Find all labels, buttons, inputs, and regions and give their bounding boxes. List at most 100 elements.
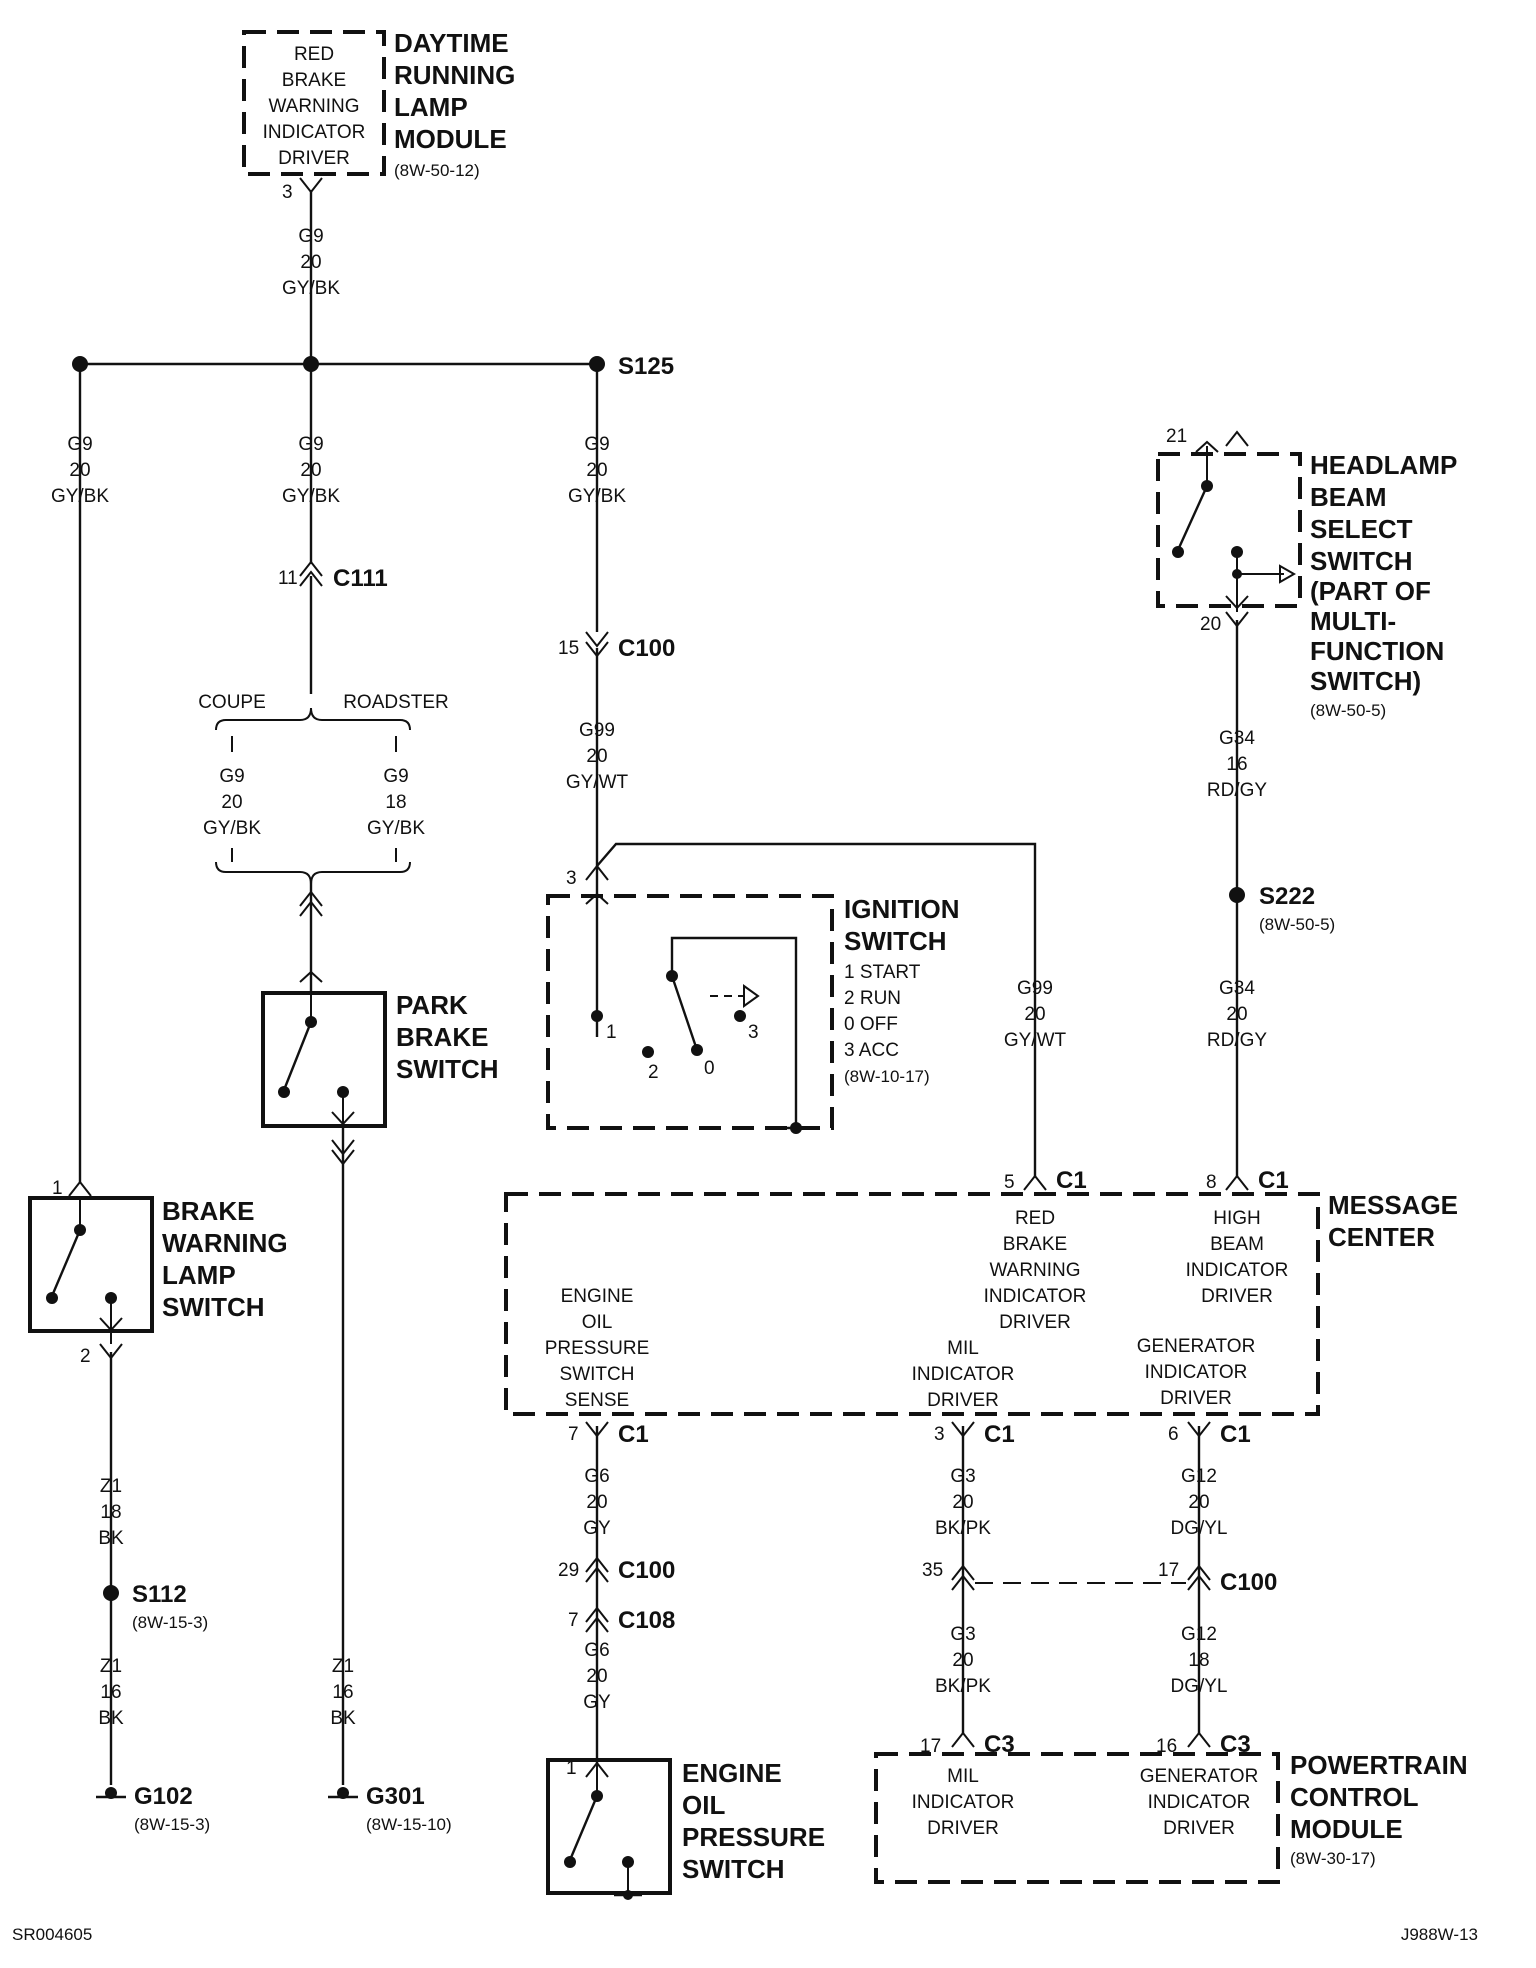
wire-ign-in-circuit: G99 (579, 720, 615, 741)
bw-pin-top: 1 (52, 1178, 63, 1199)
wire-hl-lower-circuit: G34 (1219, 978, 1255, 999)
c100-gen-pin: 17 (1158, 1560, 1179, 1581)
c100-top-pin: 15 (558, 638, 579, 659)
wire-hl-lower-gauge: 20 (1226, 1004, 1247, 1025)
c1-oil-pin: 7 (568, 1424, 579, 1445)
c108-name: C108 (618, 1607, 675, 1634)
pcm-name-1: POWERTRAIN (1290, 1750, 1468, 1780)
drl-module: RED BRAKE WARNING INDICATOR DRIVER DAYTI… (242, 28, 515, 203)
mc-high-beam-4: DRIVER (1201, 1286, 1273, 1307)
c1-gen-connector-icon (1187, 1421, 1211, 1438)
c3-mil-pin: 17 (920, 1736, 941, 1757)
splice-s222-ref: (8W-50-5) (1259, 915, 1335, 934)
wire-roadster-circuit: G9 (383, 766, 408, 787)
c111-connector-icon (299, 560, 323, 587)
mc-mil-1: MIL (947, 1338, 979, 1359)
c100-top-name: C100 (618, 635, 675, 662)
g102-ref: (8W-15-3) (134, 1815, 210, 1834)
wire-ign-out-color: GY/WT (1004, 1030, 1067, 1051)
wire-left-circuit: G9 (67, 434, 92, 455)
pcm-ref: (8W-30-17) (1290, 1849, 1376, 1868)
drl-inner-line-2: BRAKE (282, 70, 346, 91)
wire-drl-out-circuit: G9 (298, 226, 323, 247)
headlamp-pin-bottom-icon (1225, 611, 1249, 628)
mc-red-brake-2: BRAKE (1003, 1234, 1067, 1255)
bw-pin-bottom-icon (99, 1343, 123, 1360)
option-coupe: COUPE (198, 692, 266, 713)
footer-right-code: J988W-13 (1401, 1925, 1478, 1944)
park-brake-name-2: BRAKE (396, 1022, 488, 1052)
splice-dot-left (72, 356, 88, 372)
c100-mil-pin: 35 (922, 1560, 943, 1581)
headlamp-pin-top-icon (1225, 430, 1249, 447)
bw-name-3: LAMP (162, 1260, 236, 1290)
headlamp-name-8: SWITCH) (1310, 666, 1421, 696)
c1-high-connector-icon (1225, 1174, 1249, 1191)
c1-mil-pin: 3 (934, 1424, 945, 1445)
wire-gen-lower-gauge: 18 (1188, 1650, 1209, 1671)
splice-s112-ref: (8W-15-3) (132, 1613, 208, 1632)
bw-name-4: SWITCH (162, 1292, 265, 1322)
wire-left-color: GY/BK (51, 486, 109, 507)
pcm-mil-1: MIL (947, 1766, 979, 1787)
option-brackets: COUPE ROADSTER (198, 692, 449, 885)
wire-gen-upper-circuit: G12 (1181, 1466, 1217, 1487)
c100-oil-name: C100 (618, 1557, 675, 1584)
wire-drl-out-color: GY/BK (282, 278, 340, 299)
wire-mil-upper-circuit: G3 (950, 1466, 975, 1487)
wire-gen-lower-color: DG/YL (1170, 1676, 1227, 1697)
headlamp-name-5: (PART OF (1310, 576, 1431, 606)
mc-gen-1: GENERATOR (1137, 1336, 1256, 1357)
wire-ign-out-gauge: 20 (1024, 1004, 1045, 1025)
powertrain-control-module: MIL INDICATOR DRIVER GENERATOR INDICATOR… (874, 1750, 1468, 1884)
ignition-ref: (8W-10-17) (844, 1067, 930, 1086)
splice-dot-mid (303, 356, 319, 372)
oil-switch-name-4: SWITCH (682, 1854, 785, 1884)
bw-pin-top-icon (68, 1180, 92, 1197)
drl-pin-connector (299, 177, 323, 194)
mc-gen-2: INDICATOR (1145, 1362, 1248, 1383)
mc-oil-3: PRESSURE (545, 1338, 650, 1359)
wire-mid-color: GY/BK (282, 486, 340, 507)
wire-right-gauge: 20 (586, 460, 607, 481)
wire-mil-lower-gauge: 20 (952, 1650, 973, 1671)
c1-gen-pin: 6 (1168, 1424, 1179, 1445)
wire-pb-ground-color: BK (330, 1708, 356, 1729)
wire-hl-lower-color: RD/GY (1207, 1030, 1268, 1051)
c1-red-name: C1 (1056, 1167, 1087, 1194)
wire-hl-upper-circuit: G34 (1219, 728, 1255, 749)
drl-pin: 3 (282, 182, 293, 203)
mc-oil-2: OIL (582, 1312, 613, 1333)
c108-connector-icon (585, 1606, 609, 1633)
wire-ign-in-gauge: 20 (586, 746, 607, 767)
wire-bw-out-gauge: 18 (100, 1502, 121, 1523)
message-center-name-1: MESSAGE (1328, 1190, 1458, 1220)
wire-oil-lower-circuit: G6 (584, 1640, 609, 1661)
ignition-name-2: SWITCH (844, 926, 947, 956)
ignition-pin: 3 (566, 868, 577, 889)
mc-red-brake-5: DRIVER (999, 1312, 1071, 1333)
headlamp-name-1: HEADLAMP (1310, 450, 1457, 480)
wire-right-color: GY/BK (568, 486, 626, 507)
drl-inner-line-5: DRIVER (278, 148, 350, 169)
wire-pb-ground-circuit: Z1 (332, 1656, 354, 1677)
message-center: MESSAGE CENTER RED BRAKE WARNING INDICAT… (504, 1190, 1458, 1416)
c3-mil-connector-icon (951, 1731, 975, 1748)
connectors: 11 C111 15 C100 3 21 20 5 C1 8 C1 1 2 7 … (52, 426, 1289, 1779)
ignition-position-off: 0 OFF (844, 1014, 898, 1035)
pcm-name-3: MODULE (1290, 1814, 1403, 1844)
wire-gen-upper-color: DG/YL (1170, 1518, 1227, 1539)
wire-bw-ground-color: BK (98, 1708, 124, 1729)
wires (78, 190, 1239, 1785)
headlamp-name-6: MULTI- (1310, 606, 1396, 636)
drl-name-line-1: DAYTIME (394, 28, 509, 58)
ignition-switch: 1 2 0 3 IGNITION SWITCH 1 START 2 RUN 0 … (546, 892, 960, 1134)
wire-bw-ground-circuit: Z1 (100, 1656, 122, 1677)
mc-high-beam-1: HIGH (1213, 1208, 1261, 1229)
bw-pin-bottom: 2 (80, 1346, 91, 1367)
drl-inner-line-4: INDICATOR (263, 122, 366, 143)
wire-oil-lower-color: GY (583, 1692, 611, 1713)
ignition-pin-connector-icon (585, 864, 609, 881)
drl-name-line-2: RUNNING (394, 60, 515, 90)
mc-mil-3: DRIVER (927, 1390, 999, 1411)
